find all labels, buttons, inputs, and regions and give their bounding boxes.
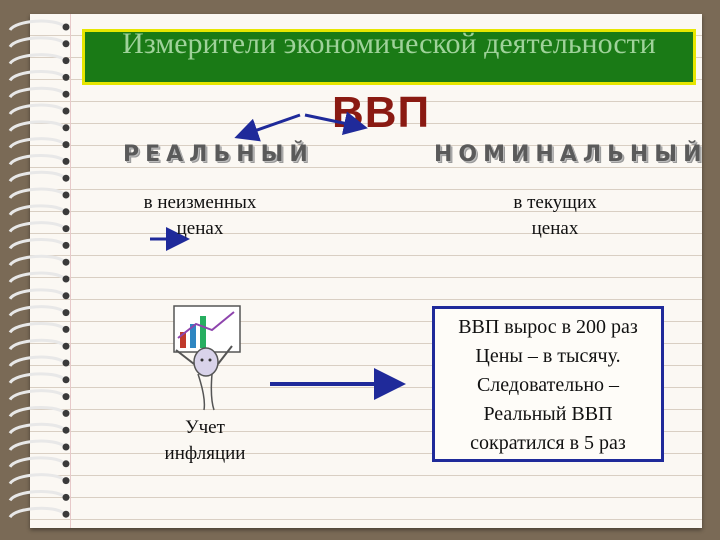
spiral-ring <box>8 389 65 401</box>
spiral-ring <box>8 70 65 82</box>
spiral-ring <box>8 338 65 351</box>
spiral-ring <box>8 19 65 32</box>
spiral-ring <box>8 271 65 284</box>
spiral-binding-icon <box>8 19 70 519</box>
spiral-ring <box>8 53 65 65</box>
spiral-ring <box>8 506 65 519</box>
spiral-ring <box>8 254 65 267</box>
spiral-ring <box>8 187 65 200</box>
spiral-ring <box>8 36 65 48</box>
margin-line <box>70 14 71 528</box>
spiral-ring <box>8 221 65 233</box>
spiral-hole <box>62 275 70 283</box>
slide-title: Измерители экономической деятельности <box>122 29 656 60</box>
spiral-hole <box>62 23 70 31</box>
result-line-4: Реальный ВВП <box>483 403 613 425</box>
result-line-2: Цены – в тысячу. <box>475 345 621 367</box>
spiral-hole <box>62 40 70 48</box>
spiral-hole <box>62 477 70 485</box>
spiral-hole <box>62 57 70 65</box>
result-box: ВВП вырос в 200 раз Цены – в тысячу. Сле… <box>432 306 664 462</box>
spiral-hole <box>62 426 70 434</box>
spiral-hole <box>62 376 70 384</box>
spiral-ring <box>8 322 65 334</box>
spiral-hole <box>62 443 70 451</box>
real-text-line1: в неизменных <box>143 192 257 213</box>
spiral-hole <box>62 174 70 182</box>
spiral-ring <box>8 456 65 468</box>
spiral-hole <box>62 90 70 98</box>
spiral-ring <box>8 406 65 418</box>
clipart-figure-with-chart-icon <box>173 305 241 411</box>
spiral-hole <box>62 258 70 266</box>
spiral-ring <box>8 439 65 452</box>
nominal-text-line1: в текущих <box>513 192 597 213</box>
spiral-ring <box>8 204 65 216</box>
spiral-hole <box>62 409 70 417</box>
spiral-ring <box>8 120 65 132</box>
spiral-hole <box>62 510 70 518</box>
spiral-hole <box>62 309 70 317</box>
spiral-hole <box>62 292 70 300</box>
spiral-ring <box>8 86 65 99</box>
spiral-hole <box>62 225 70 233</box>
spiral-hole <box>62 107 70 115</box>
nominal-description: в текущих ценах <box>470 190 640 242</box>
real-text-line2: ценах <box>176 218 224 239</box>
spiral-hole <box>62 157 70 165</box>
result-line-5: сократился в 5 раз <box>470 432 626 454</box>
inflation-label: Учет инфляции <box>130 415 280 467</box>
spiral-ring <box>8 422 65 435</box>
spiral-ring <box>8 372 65 384</box>
spiral-hole <box>62 241 70 249</box>
spiral-hole <box>62 191 70 199</box>
nominal-text-line2: ценах <box>531 218 579 239</box>
title-banner: Измерители экономической деятельности <box>82 29 696 85</box>
heading-nominal: НОМИНАЛЬНЫЙ <box>434 142 708 167</box>
spiral-hole <box>62 460 70 468</box>
spiral-ring <box>8 355 65 368</box>
spiral-ring <box>8 288 65 300</box>
spiral-hole <box>62 342 70 350</box>
spiral-ring <box>8 137 65 149</box>
result-line-1: ВВП вырос в 200 раз <box>458 316 638 338</box>
result-line-3: Следовательно – <box>476 374 620 396</box>
inflation-line1: Учет <box>185 417 225 438</box>
spiral-ring <box>8 490 65 502</box>
spiral-ring <box>8 170 65 183</box>
spiral-ring <box>8 305 65 317</box>
spiral-hole <box>62 73 70 81</box>
spiral-hole <box>62 208 70 216</box>
real-description: в неизменных ценах <box>110 190 290 242</box>
spiral-hole <box>62 493 70 501</box>
spiral-hole <box>62 359 70 367</box>
spiral-ring <box>8 154 65 166</box>
spiral-hole <box>62 393 70 401</box>
spiral-hole <box>62 141 70 149</box>
spiral-hole <box>62 124 70 132</box>
heading-real: РЕАЛЬНЫЙ <box>123 142 314 167</box>
spiral-ring <box>8 473 65 485</box>
spiral-hole <box>62 325 70 333</box>
inflation-line2: инфляции <box>164 443 246 464</box>
spiral-ring <box>8 103 65 116</box>
main-label-vvp: ВВП <box>332 88 431 137</box>
spiral-ring <box>8 238 65 250</box>
